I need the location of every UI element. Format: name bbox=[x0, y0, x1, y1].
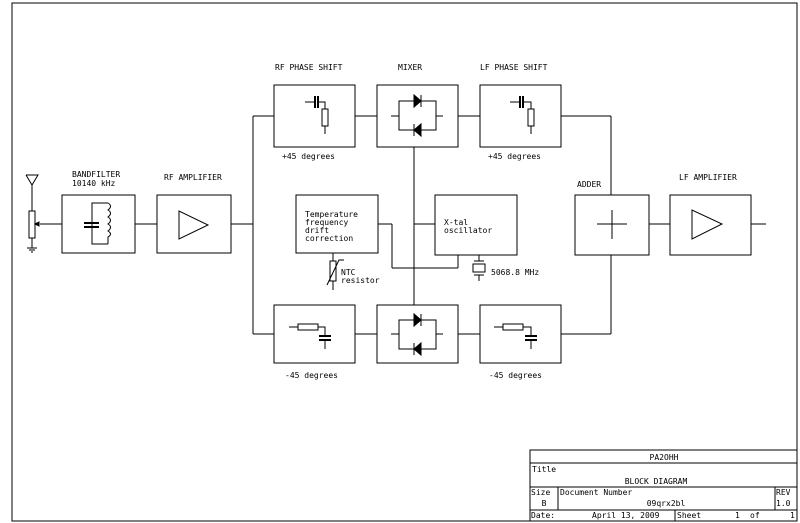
rc-lowpass-icon bbox=[289, 323, 331, 349]
bandfilter-frequency: 10140 kHz bbox=[72, 179, 116, 188]
rf-phase-shift-label: RF PHASE SHIFT bbox=[275, 63, 343, 72]
amplifier-icon bbox=[178, 210, 210, 240]
lf-amplifier-block bbox=[669, 194, 752, 256]
crystal-icon bbox=[472, 255, 486, 281]
wires bbox=[40, 115, 766, 335]
temp-correction-line: frequency bbox=[305, 218, 349, 227]
lf-phase-shift-minus-block bbox=[479, 304, 562, 364]
antenna-icon bbox=[25, 174, 40, 253]
lc-tank-icon bbox=[84, 202, 111, 245]
of-label: of bbox=[750, 511, 760, 520]
rf-amplifier-label: RF AMPLIFIER bbox=[164, 173, 222, 182]
sheet-total: 1 bbox=[790, 511, 795, 520]
temp-correction-line: drift bbox=[305, 226, 329, 235]
sheet-border bbox=[11, 2, 798, 522]
mixer-label: MIXER bbox=[398, 63, 422, 72]
rc-lowpass-icon bbox=[494, 323, 537, 349]
plus-icon bbox=[597, 210, 627, 239]
temperature-correction-block bbox=[295, 194, 379, 254]
lf-phase-shift-plus-block bbox=[479, 84, 562, 148]
amplifier-icon bbox=[691, 209, 724, 240]
ntc-label: NTC bbox=[341, 268, 356, 277]
sheet-label: Sheet bbox=[677, 511, 701, 520]
rc-highpass-icon bbox=[305, 96, 329, 134]
oscillator-line: oscillator bbox=[444, 226, 492, 235]
mixer-top-block bbox=[376, 84, 459, 148]
size-label: Size bbox=[531, 488, 550, 497]
document-number-label: Document Number bbox=[560, 488, 632, 497]
company-name: PA2OHH bbox=[650, 453, 679, 462]
title-block: PA2OHH Title BLOCK DIAGRAM Size B Docume… bbox=[529, 449, 798, 522]
sheet-number: 1 bbox=[735, 511, 740, 520]
ntc-label-2: resistor bbox=[341, 276, 380, 285]
rc-highpass-icon bbox=[510, 96, 535, 134]
rf-phase-plus-note: +45 degrees bbox=[282, 152, 335, 161]
crystal-frequency: 5068.8 MHz bbox=[491, 268, 539, 277]
title-label: Title bbox=[532, 465, 556, 474]
lf-phase-shift-label: LF PHASE SHIFT bbox=[480, 63, 548, 72]
rf-phase-shift-minus-block bbox=[273, 304, 356, 364]
temp-correction-line: Temperature bbox=[305, 210, 358, 219]
date-label: Date: bbox=[531, 511, 555, 520]
diode-ring-icon bbox=[391, 93, 443, 138]
bandfilter-label: BANDFILTER bbox=[72, 170, 120, 179]
oscillator-line: X-tal bbox=[444, 218, 468, 227]
xtal-oscillator-block bbox=[434, 194, 518, 256]
mixer-bottom-block bbox=[376, 304, 459, 364]
size-value: B bbox=[542, 499, 547, 508]
ntc-resistor-icon bbox=[326, 253, 344, 290]
rf-phase-shift-plus-block bbox=[273, 84, 356, 148]
lf-phase-minus-note: -45 degrees bbox=[489, 371, 542, 380]
rf-phase-minus-note: -45 degrees bbox=[285, 371, 338, 380]
rf-amplifier-block bbox=[156, 194, 232, 254]
rev-label: REV bbox=[776, 488, 791, 497]
document-number: 09qrx2bl bbox=[647, 499, 686, 508]
lf-amplifier-label: LF AMPLIFIER bbox=[679, 173, 737, 182]
diode-ring-icon bbox=[391, 312, 443, 357]
temp-correction-line: correction bbox=[305, 234, 353, 243]
rev-value: 1.0 bbox=[776, 499, 791, 508]
adder-label: ADDER bbox=[577, 180, 601, 189]
drawing-title: BLOCK DIAGRAM bbox=[625, 477, 688, 486]
lf-phase-plus-note: +45 degrees bbox=[488, 152, 541, 161]
date-value: April 13, 2009 bbox=[592, 511, 660, 520]
